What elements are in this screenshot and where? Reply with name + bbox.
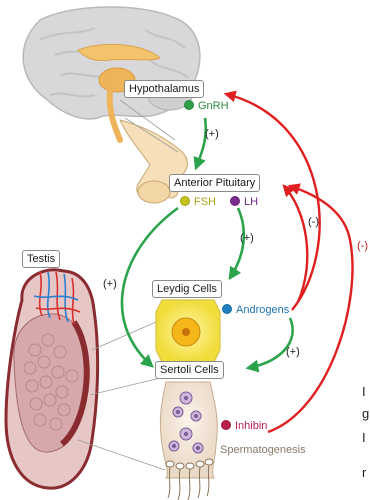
- gnrh-hormone: GnRH: [184, 100, 229, 113]
- arrow-gnrh-to-pituitary: [196, 118, 206, 168]
- sign-androgens-inhibitory: (-): [308, 216, 319, 228]
- inhibin-dot-icon: [221, 420, 231, 430]
- fsh-label: FSH: [194, 196, 216, 208]
- sign-fsh-stimulatory: (+): [103, 278, 117, 290]
- edge-fragment-4: r: [362, 465, 366, 480]
- lh-dot-icon: [230, 196, 240, 206]
- spermatogenesis-label: Spermatogenesis: [220, 444, 306, 457]
- edge-fragment-2: g: [362, 406, 369, 421]
- testis-illustration: [6, 270, 165, 488]
- brain-illustration: [23, 7, 200, 140]
- androgens-hormone: Androgens: [222, 304, 289, 317]
- sertoli-cells-label: Sertoli Cells: [155, 361, 224, 379]
- anterior-pituitary-label: Anterior Pituitary: [169, 174, 260, 192]
- edge-fragment-1: I: [362, 384, 366, 399]
- inhibitory-arrows: [226, 94, 352, 432]
- leydig-cell-illustration: [156, 300, 220, 362]
- fsh-hormone: FSH: [180, 196, 216, 209]
- inhibin-label: Inhibin: [235, 420, 267, 432]
- arrow-androgens-to-sertoli: [248, 318, 293, 368]
- lh-label: LH: [244, 196, 258, 208]
- fsh-dot-icon: [180, 196, 190, 206]
- testis-label: Testis: [22, 250, 60, 268]
- arrow-androgens-to-pituitary: [284, 186, 307, 302]
- hypothalamus-label: Hypothalamus: [124, 80, 204, 98]
- lh-hormone: LH: [230, 196, 258, 209]
- sertoli-cell-illustration: [160, 382, 217, 500]
- sign-inhibin-inhibitory: (-): [357, 240, 368, 252]
- leydig-cells-label: Leydig Cells: [152, 280, 222, 298]
- inhibin-hormone: Inhibin: [221, 420, 267, 433]
- gnrh-dot-icon: [184, 100, 194, 110]
- sign-gnrh-stimulatory: (+): [205, 128, 219, 140]
- androgens-label: Androgens: [236, 304, 289, 316]
- sign-lh-stimulatory: (+): [240, 232, 254, 244]
- edge-fragment-3: I: [362, 430, 366, 445]
- gnrh-label: GnRH: [198, 100, 229, 112]
- androgens-dot-icon: [222, 304, 232, 314]
- sign-androgens-sertoli-stimulatory: (+): [286, 346, 300, 358]
